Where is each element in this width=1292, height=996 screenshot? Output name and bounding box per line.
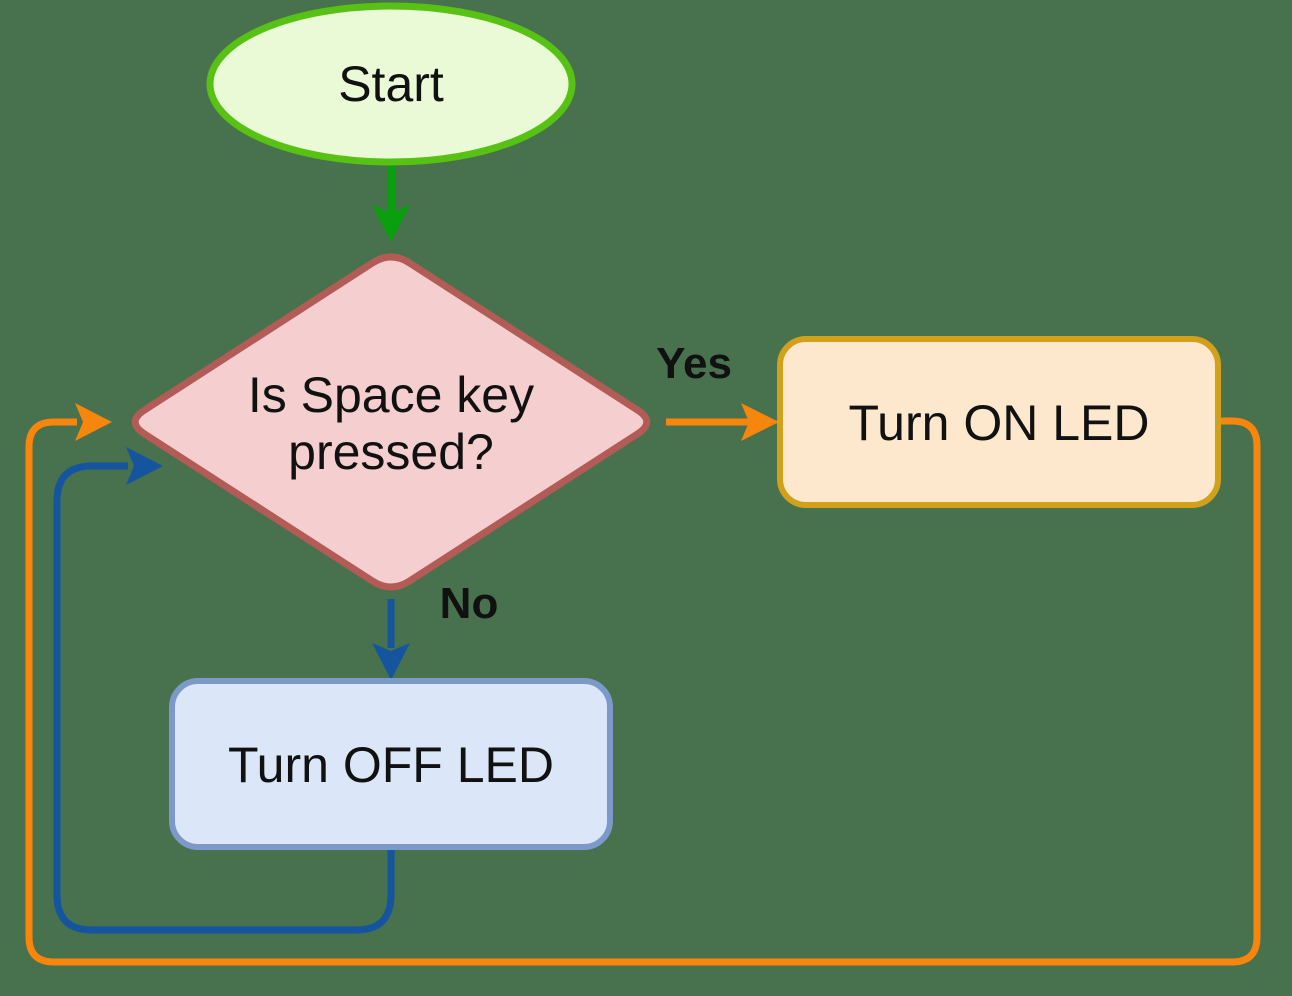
start-node-label: Start [338, 56, 444, 112]
decision-node: Is Space key pressed? [131, 253, 651, 591]
turn-on-led-label: Turn ON LED [848, 395, 1149, 451]
decision-label-line1: Is Space key [248, 367, 534, 423]
edge-decision-yes: Yes [656, 339, 779, 441]
turn-off-led-node: Turn OFF LED [169, 678, 613, 850]
edge-decision-no: No [372, 579, 498, 680]
no-edge-arrowhead-icon [372, 643, 410, 680]
edge-on-loop-back [25, 403, 1261, 966]
decision-shape [131, 253, 651, 591]
on-loop-line [25, 417, 1261, 966]
start-shape [206, 2, 576, 166]
no-label: No [440, 579, 499, 628]
edge-start-to-decision [372, 166, 410, 242]
yes-edge-arrowhead-icon [741, 403, 779, 441]
on-loop-arrowhead-icon [75, 403, 112, 441]
turn-off-led-shape [169, 678, 613, 850]
turn-on-led-node: Turn ON LED [777, 336, 1221, 508]
edge-off-loop-back [53, 447, 395, 934]
start-node: Start [206, 2, 576, 166]
turn-off-led-label: Turn OFF LED [228, 737, 554, 793]
turn-on-led-shape [777, 336, 1221, 508]
yes-label: Yes [656, 339, 732, 388]
decision-label-line2: pressed? [288, 424, 494, 480]
off-loop-arrowhead-icon [126, 447, 163, 485]
off-loop-line [53, 462, 395, 934]
start-edge-arrowhead-icon [372, 205, 410, 242]
